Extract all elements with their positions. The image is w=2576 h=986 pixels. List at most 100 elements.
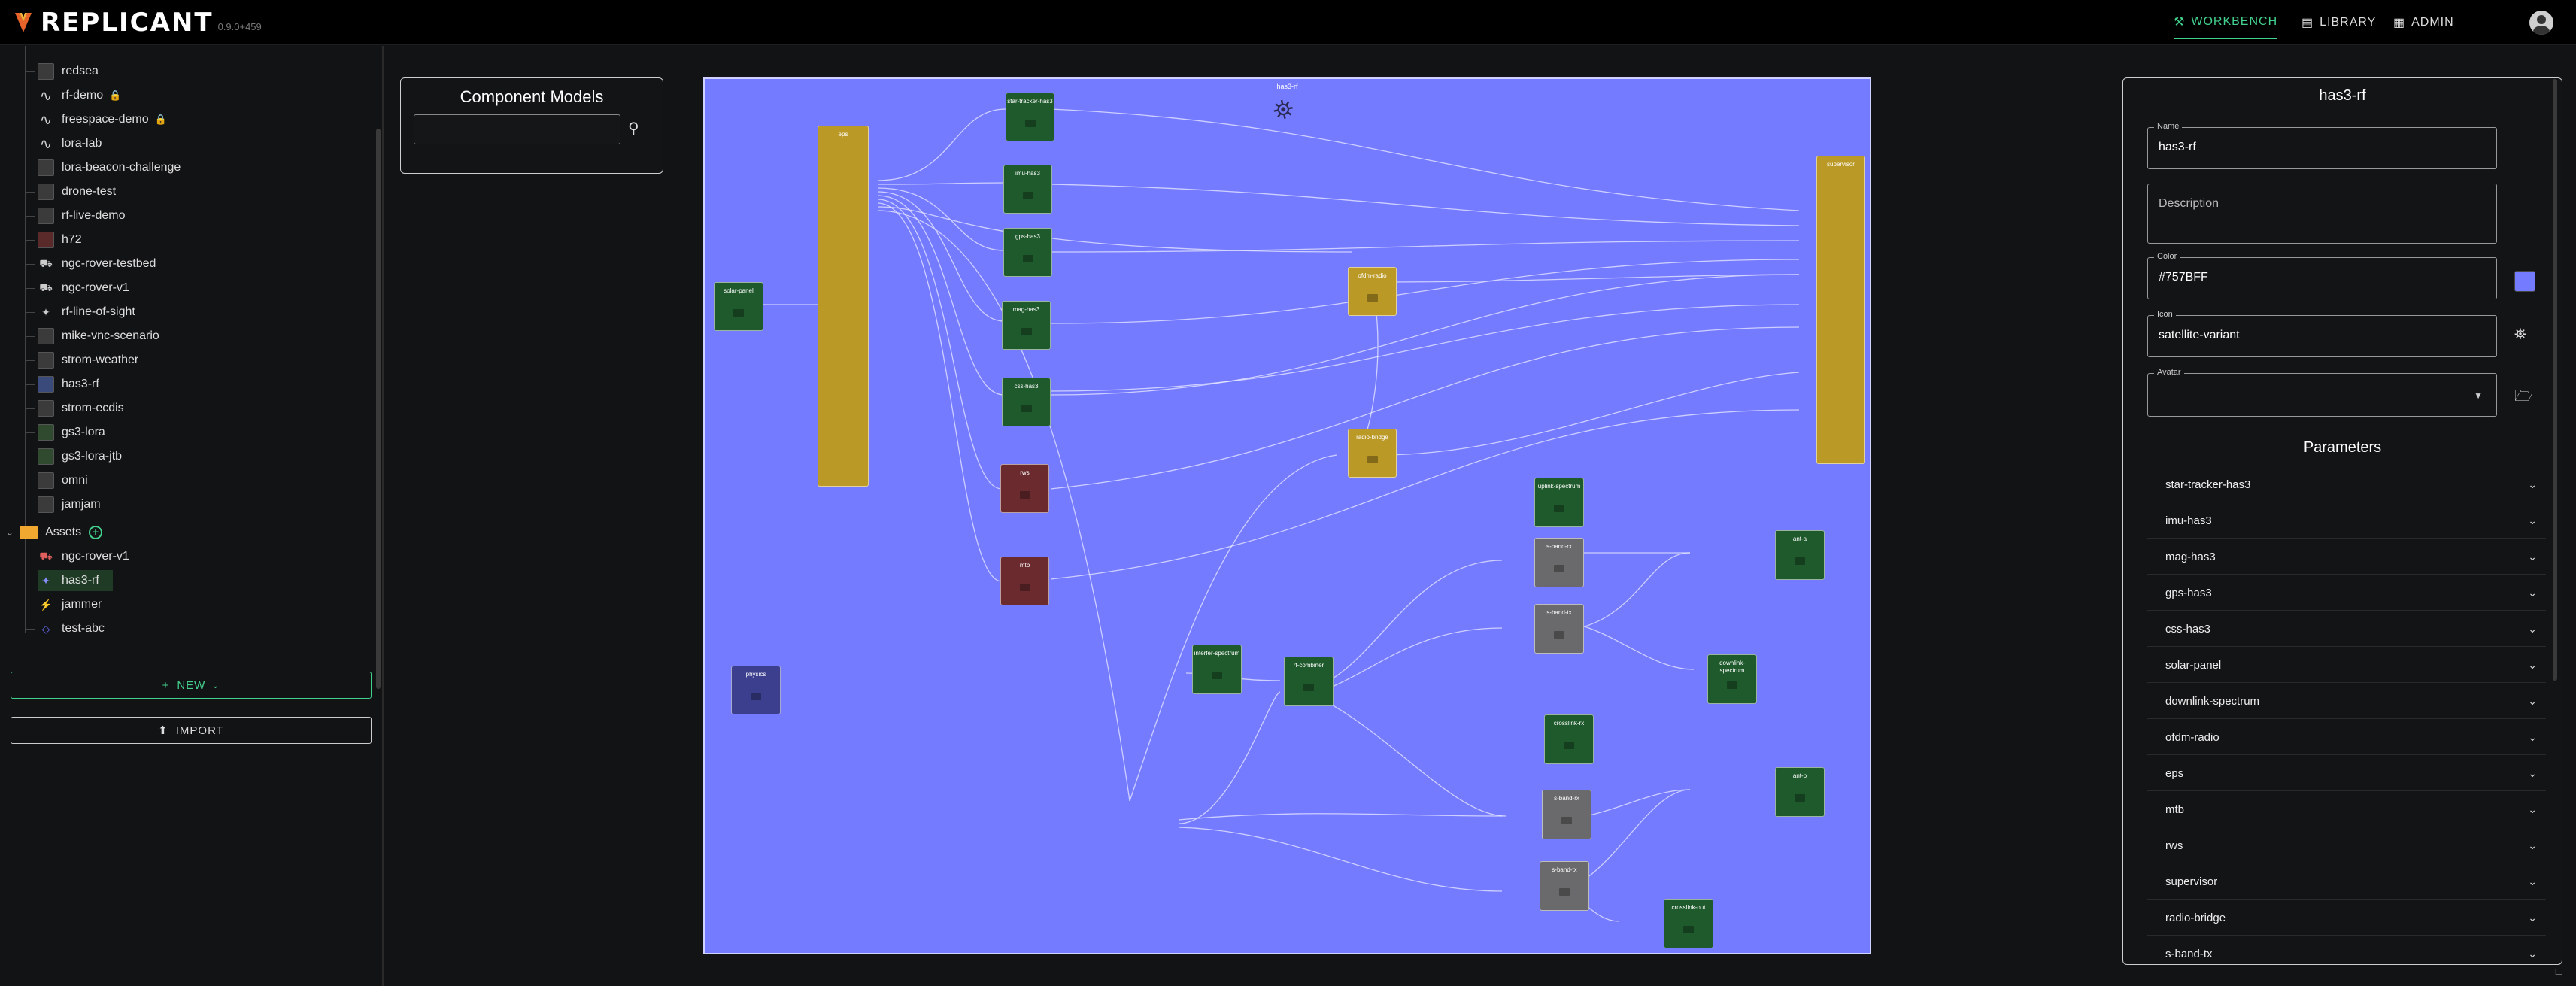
param-css-has3[interactable]: css-has3⌄ (2147, 612, 2546, 647)
tree-item-rf-live-demo[interactable]: rf-live-demo (25, 205, 125, 226)
node-crosslink-out[interactable]: crosslink-out (1664, 899, 1713, 948)
asset-item-jammer[interactable]: ⚡jammer (25, 594, 102, 615)
properties-scrollbar[interactable] (2553, 79, 2557, 681)
plus-icon: + (162, 678, 170, 692)
node-gps-has3[interactable]: gps-has3 (1003, 228, 1052, 277)
tree-item-ngc-rover-v1[interactable]: ⛟ngc-rover-v1 (25, 278, 129, 299)
tree-item-gs3-lora[interactable]: gs3-lora (25, 422, 105, 443)
param-radio-bridge[interactable]: radio-bridge⌄ (2147, 901, 2546, 936)
folder-upload-icon[interactable]: 🗁 (2514, 388, 2533, 405)
node-crosslink-rx[interactable]: crosslink-rx (1544, 714, 1594, 764)
tree-item-strom-weather[interactable]: strom-weather (25, 350, 138, 371)
color-field-label: Color (2154, 252, 2180, 261)
chevron-down-icon: ⌄ (2528, 695, 2537, 707)
tree-item-drone-test[interactable]: drone-test (25, 181, 116, 202)
asset-item-test-abc[interactable]: ◇test-abc (25, 618, 105, 639)
app-logo[interactable]: REPLICANT 0.9.0+459 (14, 8, 262, 38)
import-button[interactable]: ⬆ IMPORT (11, 717, 372, 744)
workbench-canvas[interactable]: has3-rf ⛯ eps supervisor star-tracker-ha… (703, 77, 1871, 954)
tree-item-lora-lab[interactable]: ∿lora-lab (25, 133, 102, 154)
nav-admin[interactable]: ▦ ADMIN (2393, 6, 2454, 39)
param-rws[interactable]: rws⌄ (2147, 829, 2546, 863)
node-ant-b[interactable]: ant-b (1775, 767, 1825, 817)
node-physics[interactable]: physics (731, 666, 781, 714)
nav-workbench[interactable]: ⚒ WORKBENCH (2174, 6, 2278, 39)
param-gps-has3[interactable]: gps-has3⌄ (2147, 576, 2546, 611)
search-icon[interactable]: ⚲ (628, 120, 639, 137)
assets-folder[interactable]: ⌄ Assets + (6, 522, 103, 543)
icon-field-label: Icon (2154, 310, 2176, 319)
asset-item-ngc-rover-v1[interactable]: ⛟ngc-rover-v1 (25, 546, 129, 567)
icon-field[interactable]: Icon satellite-variant (2147, 310, 2497, 357)
image-thumbnail-icon (38, 232, 54, 248)
tree-item-ngc-rover-testbed[interactable]: ⛟ngc-rover-testbed (25, 253, 156, 275)
color-field[interactable]: Color #757BFF (2147, 252, 2497, 299)
param-star-tracker-has3[interactable]: star-tracker-has3⌄ (2147, 468, 2546, 502)
tree-item-lora-beacon-challenge[interactable]: lora-beacon-challenge (25, 157, 181, 178)
new-button-label: NEW (177, 678, 206, 692)
tree-item-jamjam[interactable]: jamjam (25, 494, 101, 515)
node-s-band-rx-2[interactable]: s-band-rx (1542, 790, 1591, 839)
chevron-down-icon: ⌄ (2528, 478, 2537, 490)
description-placeholder: Description (2159, 197, 2219, 210)
param-eps[interactable]: eps⌄ (2147, 757, 2546, 791)
param-s-band-tx[interactable]: s-band-tx⌄ (2147, 937, 2546, 964)
node-solar-panel[interactable]: solar-panel (714, 282, 763, 331)
node-mtb[interactable]: mtb (1000, 557, 1049, 605)
param-ofdm-radio[interactable]: ofdm-radio⌄ (2147, 721, 2546, 755)
tree-item-redsea[interactable]: redsea (25, 61, 99, 82)
chevron-down-icon: ⌄ (2528, 803, 2537, 815)
node-eps[interactable]: eps (818, 126, 869, 487)
avatar-select[interactable]: Avatar ▼ (2147, 368, 2497, 417)
param-mtb[interactable]: mtb⌄ (2147, 793, 2546, 827)
tree-item-omni[interactable]: omni (25, 470, 88, 491)
tree-item-mike-vnc-scenario[interactable]: mike-vnc-scenario (25, 326, 159, 347)
node-mag-has3[interactable]: mag-has3 (1002, 301, 1051, 350)
node-radio-bridge[interactable]: radio-bridge (1348, 429, 1397, 478)
node-imu-has3[interactable]: imu-has3 (1003, 165, 1052, 214)
node-supervisor[interactable]: supervisor (1816, 156, 1865, 464)
nav-library[interactable]: ▤ LIBRARY (2301, 6, 2376, 39)
asset-item-has3-rf[interactable]: ✦has3-rf (25, 570, 113, 591)
node-star-tracker-has3[interactable]: star-tracker-has3 (1006, 93, 1054, 141)
node-s-band-tx-2[interactable]: s-band-tx (1540, 861, 1589, 911)
node-uplink-spectrum[interactable]: uplink-spectrum (1534, 478, 1584, 527)
tree-item-rf-demo[interactable]: ∿rf-demo🔒 (25, 85, 121, 106)
tree-item-gs3-lora-jtb[interactable]: gs3-lora-jtb (25, 446, 122, 467)
node-interfer-spectrum[interactable]: interfer-spectrum (1192, 645, 1242, 694)
user-avatar-icon[interactable] (2529, 11, 2553, 35)
satellite-variant-icon[interactable]: ⛯ (2514, 326, 2526, 343)
param-solar-panel[interactable]: solar-panel⌄ (2147, 648, 2546, 683)
new-button[interactable]: + NEW ⌄ (11, 672, 372, 699)
tree-item-rf-line-of-sight[interactable]: ✦rf-line-of-sight (25, 302, 135, 323)
image-thumbnail-icon (38, 159, 54, 176)
color-swatch[interactable] (2514, 271, 2535, 292)
param-imu-has3[interactable]: imu-has3⌄ (2147, 504, 2546, 539)
node-s-band-tx[interactable]: s-band-tx (1534, 604, 1584, 654)
chevron-down-icon[interactable]: ⌄ (6, 527, 14, 538)
admin-icon: ▦ (2393, 17, 2406, 29)
node-ant-a[interactable]: ant-a (1775, 530, 1825, 580)
tree-item-freespace-demo[interactable]: ∿freespace-demo🔒 (25, 109, 167, 130)
resize-handle-icon[interactable]: ∟ (2553, 965, 2564, 977)
tree-item-has3-rf[interactable]: has3-rf (25, 374, 99, 395)
param-mag-has3[interactable]: mag-has3⌄ (2147, 540, 2546, 575)
description-field[interactable]: Description (2147, 184, 2497, 244)
param-supervisor[interactable]: supervisor⌄ (2147, 865, 2546, 900)
name-field[interactable]: Name has3-rf (2147, 122, 2497, 169)
tree-scrollbar[interactable] (376, 129, 381, 689)
node-rf-combiner[interactable]: rf-combiner (1284, 657, 1334, 706)
chevron-down-icon: ⌄ (2528, 948, 2537, 960)
component-search-input[interactable] (414, 114, 620, 144)
tree-item-strom-ecdis[interactable]: strom-ecdis (25, 398, 124, 419)
add-asset-icon[interactable]: + (89, 526, 103, 539)
tree-item-h72[interactable]: h72 (25, 229, 82, 250)
node-rws[interactable]: rws (1000, 464, 1049, 513)
node-ofdm-radio[interactable]: ofdm-radio (1348, 267, 1397, 316)
image-thumbnail-icon (38, 472, 54, 489)
param-downlink-spectrum[interactable]: downlink-spectrum⌄ (2147, 684, 2546, 719)
node-s-band-rx[interactable]: s-band-rx (1534, 538, 1584, 587)
node-downlink-spectrum[interactable]: downlink-spectrum (1707, 654, 1757, 704)
node-css-has3[interactable]: css-has3 (1002, 378, 1051, 426)
